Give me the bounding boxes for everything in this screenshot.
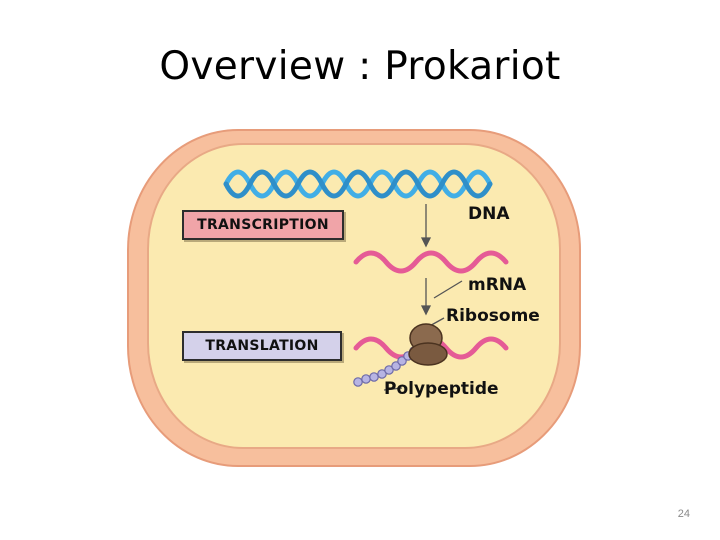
cell-illustration <box>127 129 581 467</box>
ribosome-label: Ribosome <box>446 306 540 326</box>
ribosome <box>408 323 448 366</box>
translation-box: TRANSLATION <box>182 331 342 361</box>
dna-helix <box>223 169 493 199</box>
mrna-label: mRNA <box>468 275 527 295</box>
cytoplasm <box>147 143 561 449</box>
dna-label: DNA <box>468 204 510 224</box>
prokaryotic-cell-diagram: TRANSCRIPTION TRANSLATION DNA mRNA Ribos… <box>126 128 582 468</box>
transcription-box: TRANSCRIPTION <box>182 210 344 240</box>
flow-arrows <box>383 204 463 391</box>
page-number: 24 <box>677 508 690 520</box>
slide-title: Overview : Prokariot <box>159 44 561 89</box>
polypeptide-label: Polypeptide <box>384 379 499 399</box>
mrna-strand-1 <box>353 250 509 274</box>
